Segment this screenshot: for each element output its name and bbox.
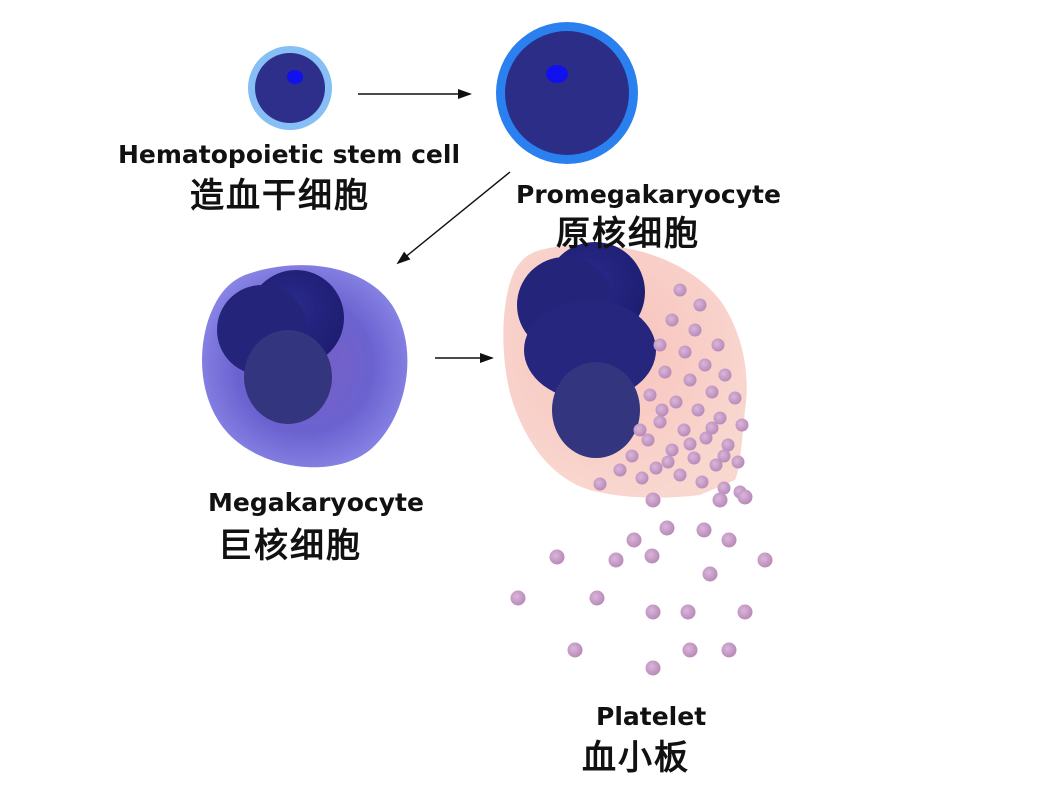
platelet-dot [665, 313, 679, 327]
platelet-dot [702, 566, 718, 582]
platelet-dot [613, 463, 627, 477]
platelet-dot [635, 471, 649, 485]
platelet-dot [721, 438, 735, 452]
platelet-dot [665, 443, 679, 457]
platelet-dot [645, 604, 661, 620]
promega-label-en: Promegakaryocyte [516, 180, 781, 209]
platelet-dot [567, 642, 583, 658]
platelet-dot [658, 365, 672, 379]
platelet-dot [649, 461, 663, 475]
platelet-dot [653, 415, 667, 429]
mega-label-zh: 巨核细胞 [218, 526, 362, 566]
arrow-promega-to-mega [396, 171, 511, 265]
platelet-dot [713, 411, 727, 425]
platelet-dot [757, 552, 773, 568]
hsc-cell [248, 46, 332, 130]
hsc-label-zh: 造血干细胞 [190, 176, 370, 216]
platelet-dot [510, 590, 526, 606]
platelet-dot [633, 423, 647, 437]
promega-label-zh: 原核细胞 [556, 214, 700, 254]
platelet-dot [696, 522, 712, 538]
platelet-dot [683, 437, 697, 451]
mega-nucleus-lobe [244, 330, 332, 424]
platelet-dot [608, 552, 624, 568]
hsc-nucleolus [287, 70, 303, 84]
promega-nucleolus [546, 65, 568, 83]
platelet-dot [737, 604, 753, 620]
platelet-dot [645, 492, 661, 508]
platelet-dot [653, 338, 667, 352]
platelet-dot [680, 604, 696, 620]
platelet-dot [678, 345, 692, 359]
platelet-dot [711, 338, 725, 352]
megakaryocyte-cell [202, 265, 408, 468]
platelet-dot [728, 391, 742, 405]
mega-label-en: Megakaryocyte [208, 488, 424, 517]
platelet-dot [705, 421, 719, 435]
platelet-dot [645, 660, 661, 676]
platelet-dot [712, 492, 728, 508]
platelet-dot [673, 283, 687, 297]
mature-megakaryocyte-cell [503, 242, 749, 499]
platelet-dot [549, 549, 565, 565]
platelet-dot [705, 385, 719, 399]
platelet-dot [655, 403, 669, 417]
platelet-dot [641, 433, 655, 447]
mature-nucleus-lobe [552, 362, 640, 458]
hsc-label-en: Hematopoietic stem cell [118, 140, 461, 169]
platelet-dot [691, 403, 705, 417]
platelet-dot [669, 395, 683, 409]
platelet-dot [677, 423, 691, 437]
platelet-dot [661, 455, 675, 469]
platelet-dot [698, 358, 712, 372]
platelet-dot [709, 458, 723, 472]
platelet-dot [721, 532, 737, 548]
platelet-dot [683, 373, 697, 387]
platelet-dot [625, 449, 639, 463]
platelet-dot [644, 548, 660, 564]
platelet-dot [693, 298, 707, 312]
platelet-dot [626, 532, 642, 548]
platelet-dot [643, 388, 657, 402]
platelet-dot [593, 477, 607, 491]
cytoplasm-granules [593, 283, 749, 499]
platelet-dot [731, 455, 745, 469]
promega-nucleus [505, 31, 629, 155]
released-platelets [510, 489, 773, 676]
platelet-dot [673, 468, 687, 482]
promegakaryocyte-cell [496, 22, 638, 164]
platelet-label-zh: 血小板 [582, 738, 690, 778]
platelet-dot [699, 431, 713, 445]
platelet-dot [687, 451, 701, 465]
platelet-dot [659, 520, 675, 536]
platelet-dot [718, 368, 732, 382]
platelet-dot [682, 642, 698, 658]
platelet-dot [721, 642, 737, 658]
platelet-dot [717, 449, 731, 463]
platelet-dot [589, 590, 605, 606]
platelet-label-en: Platelet [596, 702, 707, 731]
platelet-dot [717, 481, 731, 495]
platelet-dot [695, 475, 709, 489]
platelet-dot [688, 323, 702, 337]
platelet-dot [735, 418, 749, 432]
hsc-nucleus [255, 53, 325, 123]
platelet-dot [737, 489, 753, 505]
